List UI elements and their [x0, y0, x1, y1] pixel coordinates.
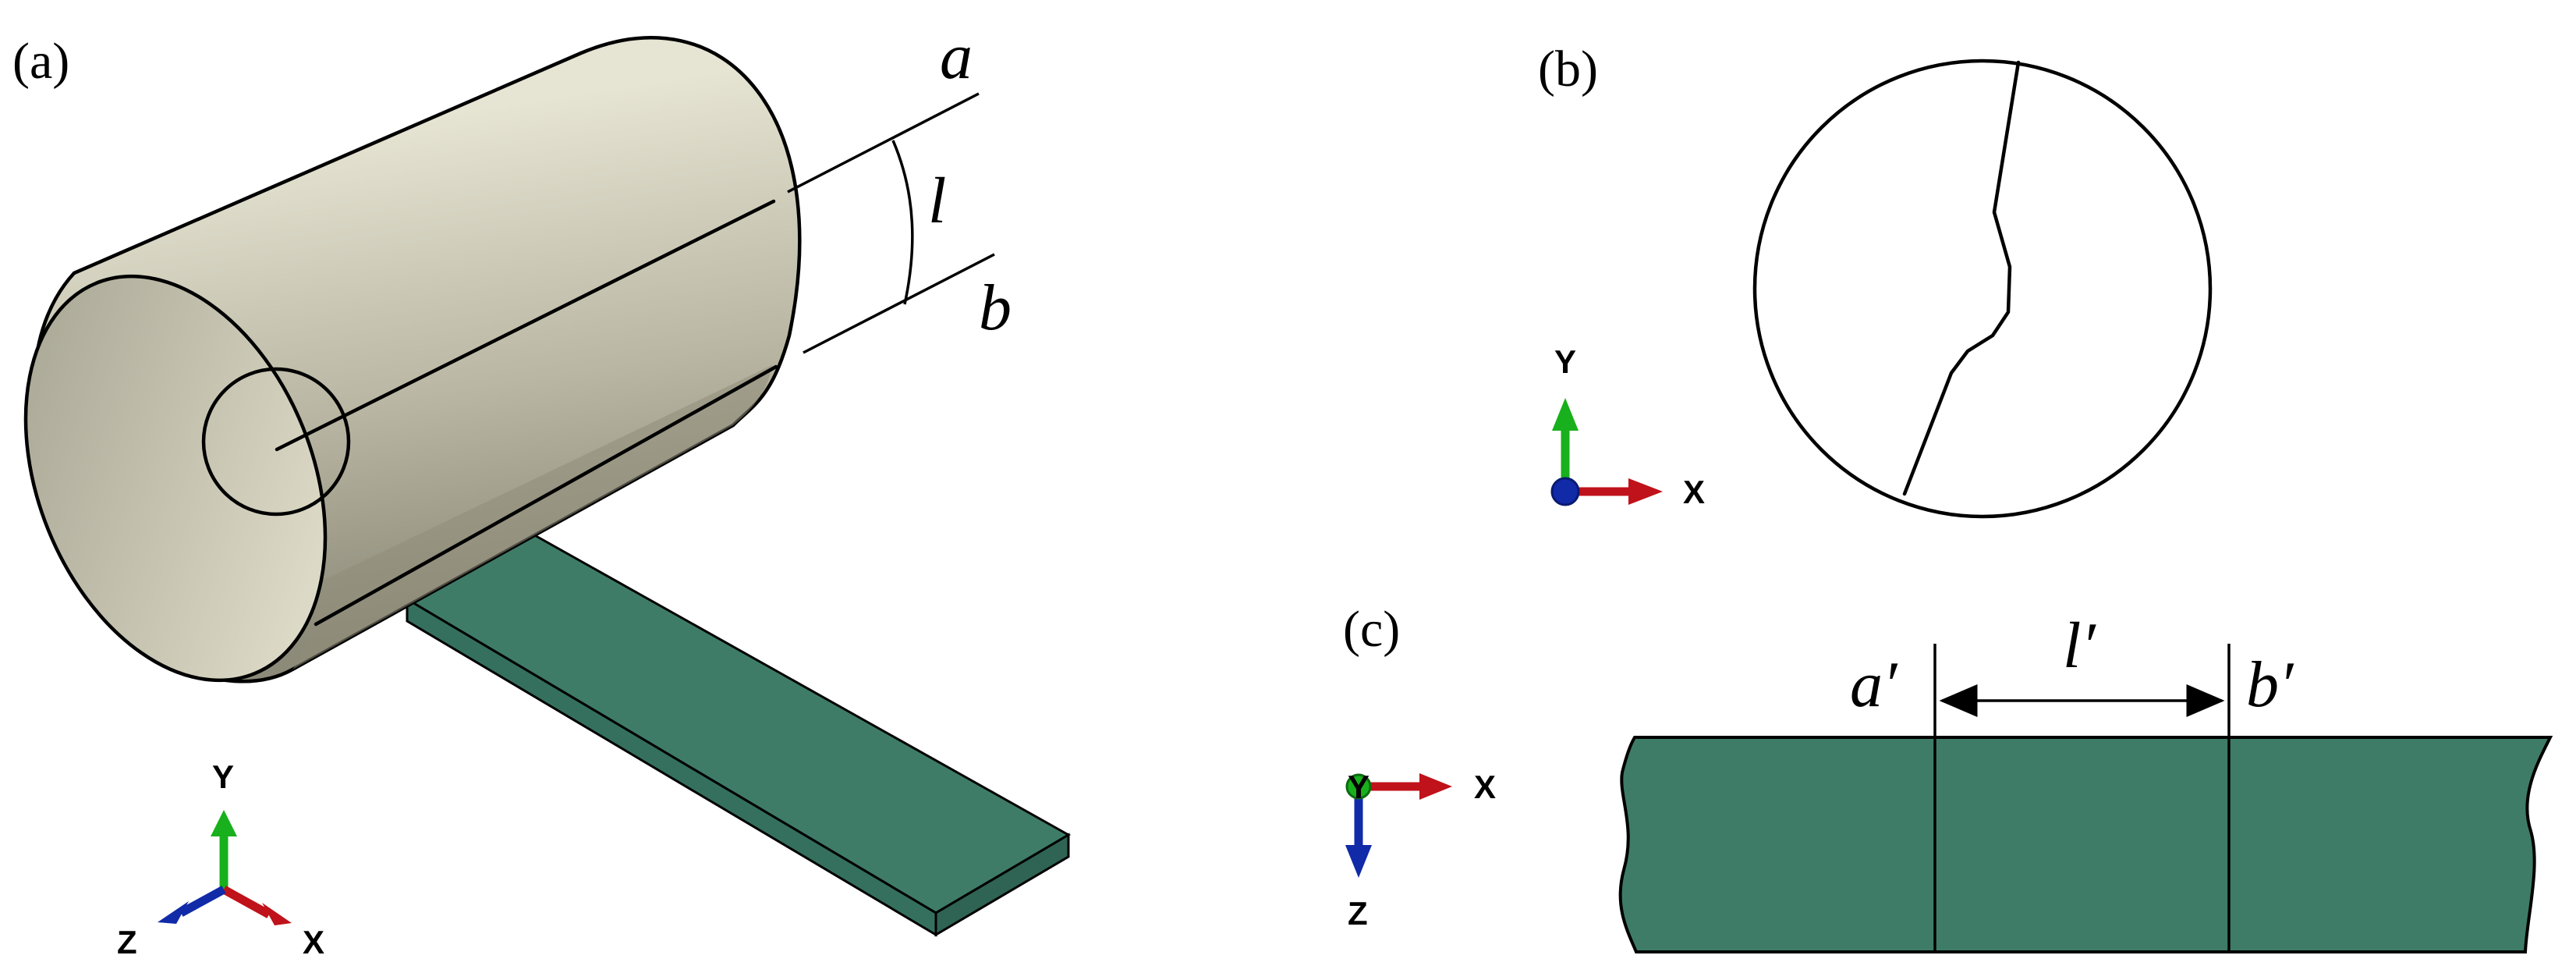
roller-end-face	[23, 274, 328, 683]
triad-a-z-arrow	[158, 901, 189, 924]
triad-a-y-arrow	[211, 810, 237, 836]
panel-a-label: (a)	[12, 33, 69, 90]
triad-c-y-label: Y	[1348, 769, 1369, 805]
arc-length-annotation: a l b	[787, 20, 1012, 354]
triad-a-z-label: Z	[117, 924, 137, 960]
detail-circle-zoom	[1752, 59, 2213, 519]
triad-c-z-arrow	[1345, 845, 1372, 878]
label-l-prime: l′	[2063, 609, 2096, 682]
triad-c-x-arrow	[1419, 773, 1452, 800]
triad-a-y-label: Y	[212, 758, 234, 795]
label-b: b	[979, 272, 1012, 344]
arc-l	[891, 140, 914, 305]
panel-c: (c) a′ l′ b′ Y X Z	[1343, 601, 2553, 953]
axis-triad-a: Y Z X	[117, 758, 324, 960]
strip-section	[1618, 736, 2553, 953]
label-a: a	[940, 20, 973, 93]
panel-a: (a) a l b	[12, 20, 1072, 960]
triad-a-x-label: X	[303, 924, 324, 960]
label-l: l	[928, 165, 946, 237]
detail-circle	[201, 367, 351, 517]
triad-b-y-arrow	[1552, 398, 1579, 431]
triad-b-x-arrow	[1628, 478, 1663, 505]
label-a-prime: a′	[1850, 648, 1898, 721]
panel-b-label: (b)	[1538, 41, 1598, 98]
triad-a-x-axis	[221, 886, 271, 918]
triad-b-z-axis	[1550, 477, 1580, 506]
roller-bottom-edge	[314, 364, 778, 627]
axis-triad-c: Y X Z	[1345, 769, 1496, 932]
triad-b-x-label: X	[1683, 474, 1705, 510]
label-b-prime: b′	[2246, 648, 2294, 721]
strip-3d	[405, 521, 1072, 937]
triad-c-x-label: X	[1474, 769, 1496, 805]
strip-front-face	[406, 597, 937, 937]
panel-b: (b) Y X	[1538, 41, 2213, 519]
triad-a-x-arrow	[262, 903, 292, 925]
triad-c-y-axis	[1345, 773, 1372, 800]
triad-b-y-label: Y	[1554, 343, 1576, 380]
strip-top-face	[405, 521, 1072, 914]
roller-lower-band	[292, 365, 772, 669]
roller-cylinder	[23, 36, 802, 684]
panel-c-label: (c)	[1343, 601, 1400, 658]
roller-axis-line	[275, 199, 776, 452]
crack-profile	[1902, 60, 2021, 496]
triad-c-z-label: Z	[1348, 895, 1368, 932]
axis-triad-b: Y X	[1550, 343, 1705, 510]
line-a	[787, 92, 980, 194]
triad-a-z-axis	[179, 886, 226, 917]
line-b	[803, 253, 995, 354]
